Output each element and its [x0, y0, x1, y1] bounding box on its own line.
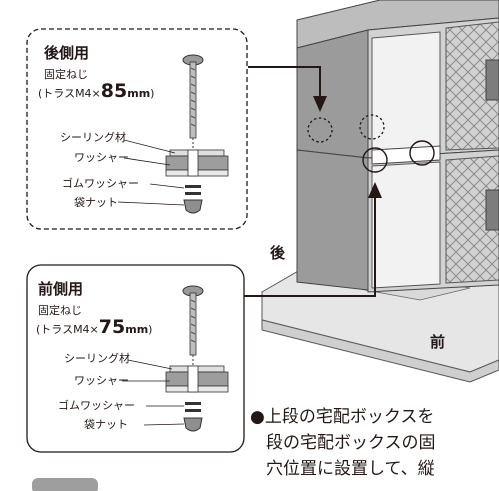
front-spec-suffix: )	[148, 323, 153, 336]
rear-hole-marker-right	[359, 114, 385, 140]
front-part-rubber-washer: ゴムワッシャー	[58, 399, 135, 412]
rear-part-rubber-washer: ゴムワッシャー	[62, 177, 139, 190]
rear-part-cap-nut: 袋ナット	[74, 196, 118, 209]
front-part-washer: ワッシャー	[74, 374, 129, 387]
front-screw-length: 75	[98, 316, 126, 338]
front-part-sealant: シーリング材	[64, 352, 130, 365]
rear-part-sealant: シーリング材	[60, 131, 126, 144]
rear-spec-suffix: )	[150, 87, 155, 100]
instruction-line-2: 段の宅配ボックスの固	[266, 433, 436, 453]
rear-screw-assembly	[117, 54, 229, 214]
front-part-cap-nut: 袋ナット	[84, 418, 128, 431]
front-screw-assembly	[122, 285, 229, 432]
page-tab	[32, 478, 98, 491]
rear-hole-marker-left	[307, 117, 333, 143]
rear-direction-label: 後	[270, 244, 286, 262]
instruction-line-1: ●上段の宅配ボックスを	[250, 407, 435, 427]
instruction-line-3: 穴位置に設置して、縦	[266, 459, 435, 479]
front-spec-prefix: (トラスM4×	[36, 323, 99, 336]
rear-part-washer: ワッシャー	[74, 151, 129, 164]
upper-box	[296, 0, 499, 159]
front-title: 前側用	[38, 280, 84, 298]
front-hole-marker-right	[409, 140, 435, 166]
front-direction-label: 前	[430, 333, 446, 351]
front-screw-label: 固定ねじ	[38, 304, 82, 317]
rear-screw-label: 固定ねじ	[44, 68, 88, 81]
rear-screw-spec: (トラスM4×85mm)	[38, 82, 155, 101]
rear-callout-arrow	[248, 66, 327, 112]
front-screw-spec: (トラスM4×75mm)	[36, 318, 153, 337]
rear-title: 後側用	[44, 44, 90, 62]
front-hole-marker-left	[362, 147, 388, 173]
lower-box	[296, 145, 499, 293]
rear-spec-prefix: (トラスM4×	[38, 87, 101, 100]
front-screw-unit: mm	[125, 323, 149, 336]
front-callout-arrow	[244, 182, 382, 297]
rear-screw-length: 85	[100, 80, 128, 102]
rear-screw-unit: mm	[127, 87, 151, 100]
